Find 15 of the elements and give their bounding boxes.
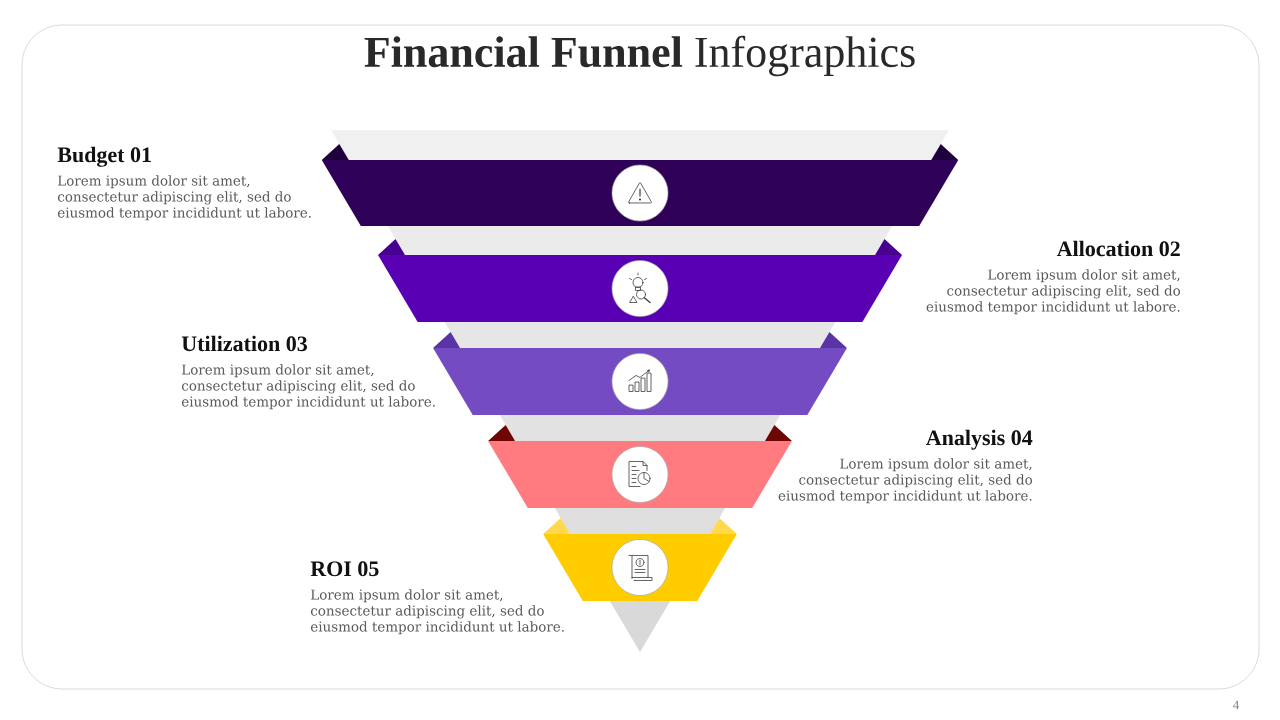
- body-text: Lorem ipsum dolor sit amet, consectetur adipiscing elit, sed do eiusmod tempor incididunt ut labore.: [181, 364, 435, 410]
- heading: Allocation 02: [1056, 240, 1180, 257]
- body-text: Lorem ipsum dolor sit amet, consectetur adipiscing elit, sed do eiusmod tempor incididunt ut labore.: [310, 589, 564, 635]
- heading: Analysis 04: [926, 429, 1033, 450]
- heading: Utilization 03: [181, 335, 307, 352]
- funnel-band: [378, 239, 902, 322]
- funnel-band: [433, 332, 847, 415]
- page-number: 4: [1233, 700, 1239, 710]
- funnel-band: [321, 144, 959, 226]
- body-text: Lorem ipsum dolor sit amet, consectetur adipiscing elit, sed do eiusmod tempor incididunt ut labore.: [926, 269, 1181, 315]
- heading: Budget 01: [57, 146, 151, 167]
- body-text: Lorem ipsum dolor sit amet, consectetur adipiscing elit, sed do eiusmod tempor incididunt ut labore.: [57, 175, 311, 221]
- body-text: Lorem ipsum dolor sit amet, consectetur adipiscing elit, sed do eiusmod tempor incididunt ut labore.: [778, 458, 1033, 504]
- heading: ROI 05: [310, 561, 379, 577]
- title: Financial Funnel Infographics: [364, 35, 915, 77]
